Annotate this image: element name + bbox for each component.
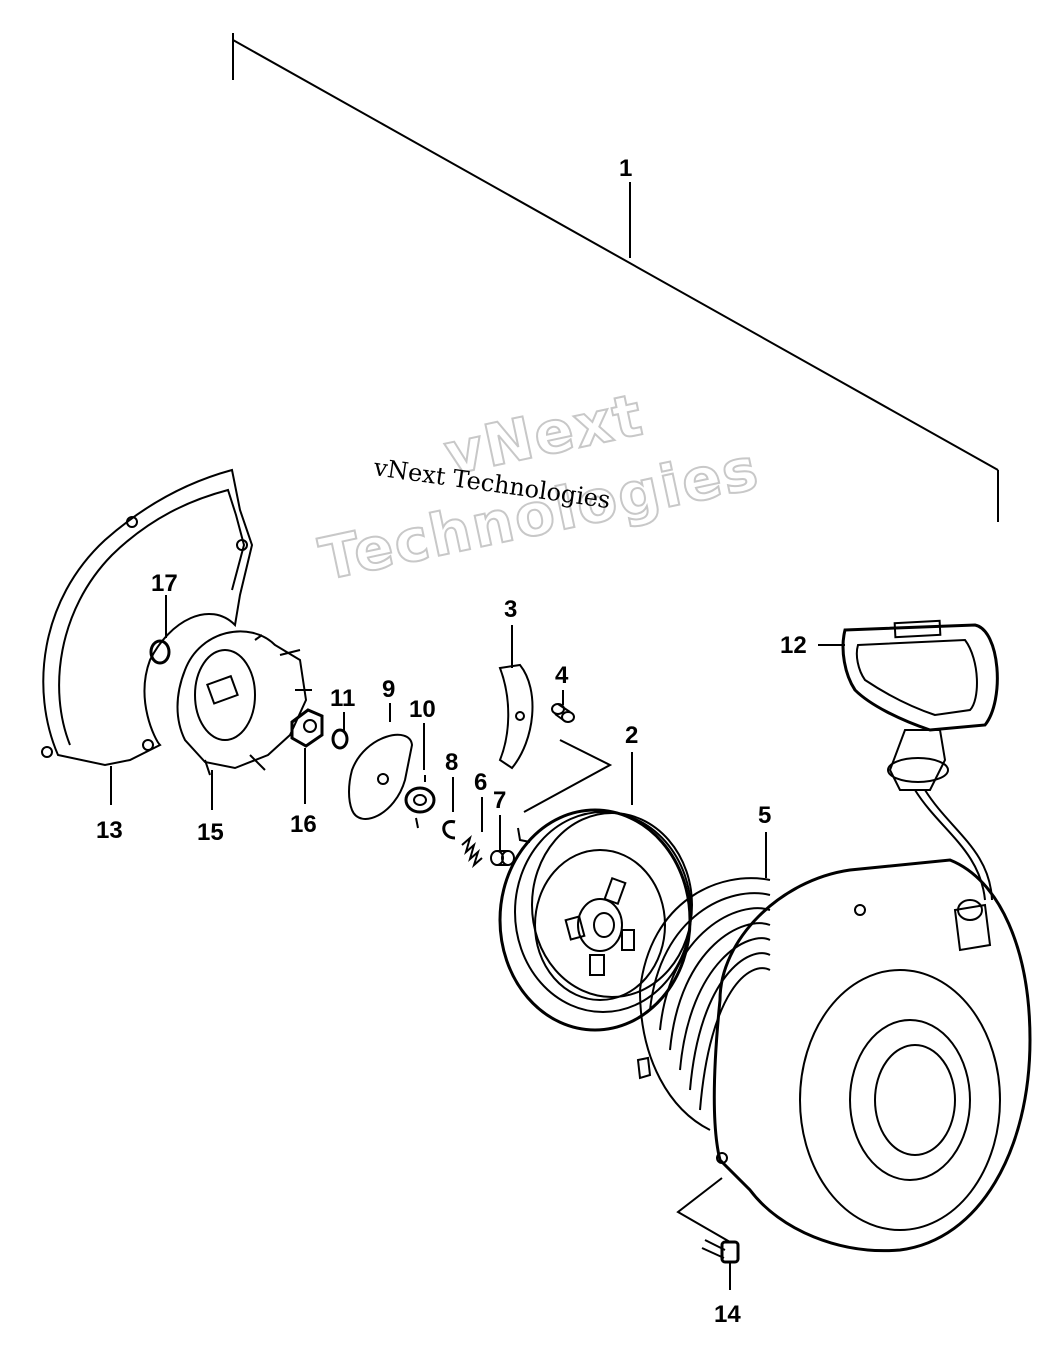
label-part-13: 13	[96, 817, 123, 844]
label-part-15: 15	[197, 819, 224, 846]
label-part-8: 8	[445, 749, 458, 776]
label-part-16: 16	[290, 811, 317, 838]
bolt-part	[676, 1177, 740, 1264]
o-ring-part	[149, 639, 171, 665]
friction-plate-part	[348, 733, 414, 820]
spring-clip-part	[404, 775, 436, 829]
label-part-17: 17	[151, 570, 178, 597]
ratchet-cup-part	[176, 630, 312, 776]
pulley-reel-part	[498, 808, 693, 1032]
starter-housing-part	[636, 858, 1032, 1253]
label-part-14: 14	[714, 1301, 741, 1328]
label-part-2: 2	[625, 722, 638, 749]
washer-part	[331, 728, 349, 750]
nut-part	[290, 708, 324, 748]
label-part-4: 4	[555, 662, 569, 689]
part-number-labels: 1 2 3 4 5 6 7 8 9 10 11 12 13 14 15 16 1…	[96, 155, 807, 1328]
pin-part	[551, 703, 575, 723]
starter-handle-part	[841, 619, 999, 901]
assembly-bracket	[232, 33, 999, 522]
label-part-7: 7	[493, 787, 506, 814]
label-part-10: 10	[409, 696, 436, 723]
label-part-9: 9	[382, 676, 395, 703]
label-leader-lines	[110, 595, 845, 1290]
pawl-part	[498, 663, 534, 770]
label-part-3: 3	[504, 596, 517, 623]
watermark: vNext Technologies vNext Technologies	[313, 379, 766, 594]
assembly-leader-lines	[517, 739, 613, 843]
retainer-clip-part	[442, 820, 456, 840]
coil-spring-part	[461, 835, 483, 869]
label-part-5: 5	[758, 802, 771, 829]
label-part-11: 11	[330, 685, 355, 712]
label-part-1: 1	[619, 155, 632, 182]
bushing-part	[490, 850, 515, 866]
label-part-6: 6	[474, 769, 487, 796]
label-part-12: 12	[780, 632, 807, 659]
gasket-plate-part	[41, 468, 254, 767]
